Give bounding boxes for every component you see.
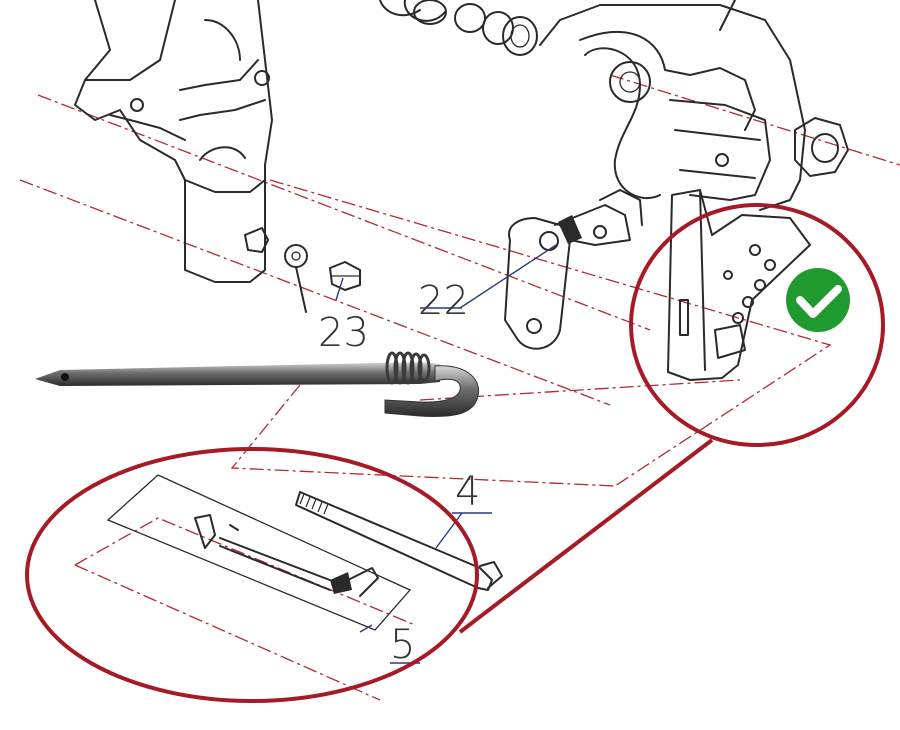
highlight-annotations bbox=[25, 203, 885, 703]
bushing-stack bbox=[379, 0, 538, 56]
tilt-lever-part-22 bbox=[504, 189, 643, 350]
tilt-pin-kit-part-5 bbox=[106, 474, 412, 631]
callout-label-5: 5 bbox=[390, 622, 415, 668]
rod-part-4 bbox=[295, 491, 503, 591]
tilt-pin-photo bbox=[35, 351, 480, 417]
checkmark-icon bbox=[786, 268, 850, 332]
adjustment-bracket-plate bbox=[667, 189, 811, 381]
swivel-bracket bbox=[539, 0, 849, 211]
callout-label-22: 22 bbox=[418, 278, 469, 324]
callout-label-23: 23 bbox=[318, 310, 369, 356]
callout-leaders bbox=[335, 244, 557, 664]
left-bracket-casting bbox=[74, 0, 273, 283]
highlight-connector-line bbox=[458, 438, 714, 634]
callout-label-4: 4 bbox=[455, 469, 480, 515]
highlight-ring-bracket bbox=[629, 203, 885, 447]
highlight-ring-kit bbox=[25, 447, 479, 703]
small-parts-23 bbox=[244, 227, 361, 313]
